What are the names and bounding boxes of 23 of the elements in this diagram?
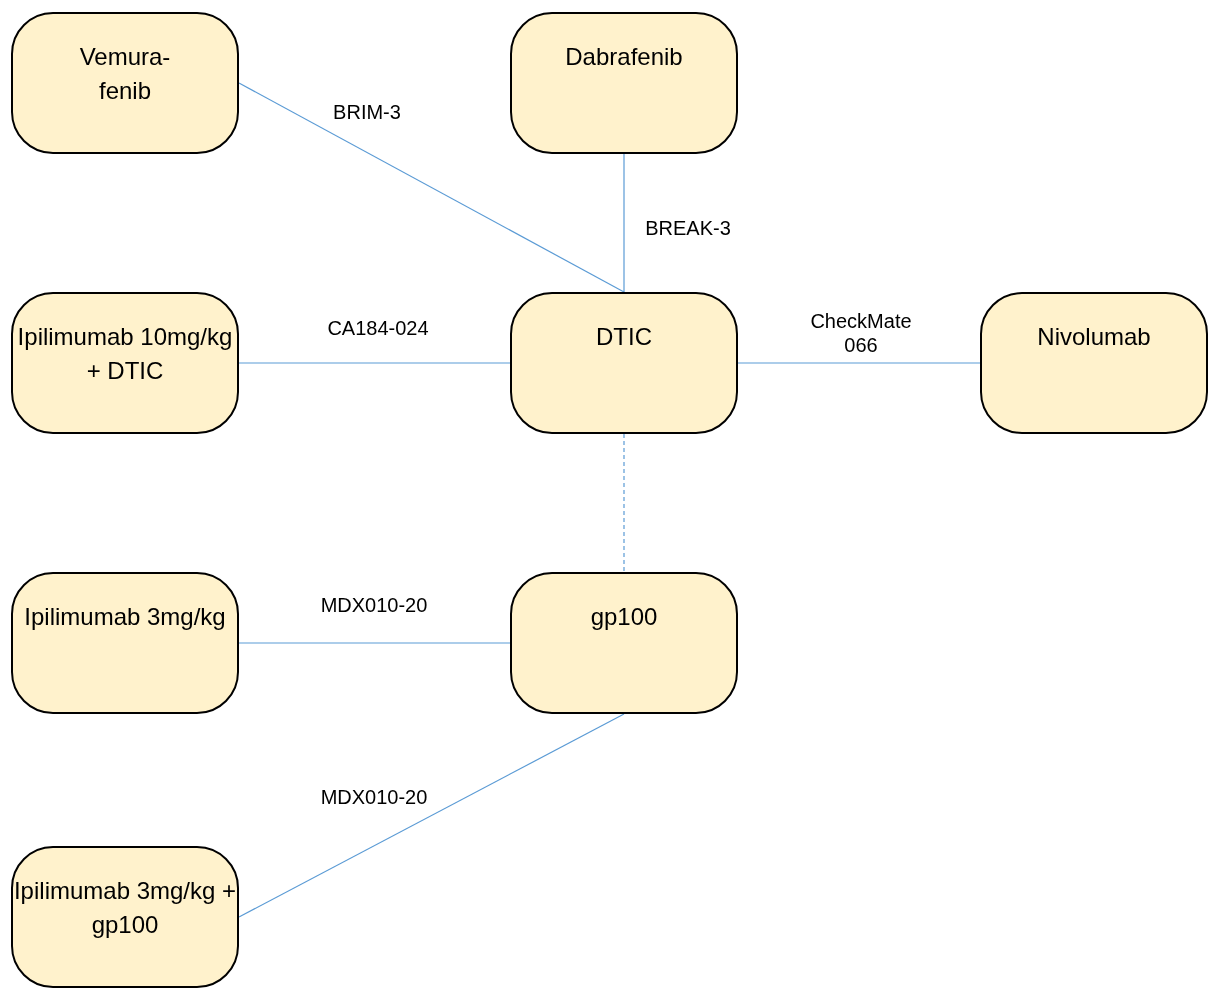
- rounded-box: [510, 292, 738, 434]
- drug-name: Vemura-fenib: [78, 42, 172, 106]
- connector-line: [238, 642, 511, 644]
- rounded-box: [11, 292, 239, 434]
- rounded-box: [11, 572, 239, 714]
- rounded-box: [11, 846, 239, 988]
- rounded-box: [510, 12, 738, 154]
- rounded-box: [510, 572, 738, 714]
- drug-name: Nivolumab: [1037, 322, 1151, 352]
- drug-name: Ipilimumab 10mg/kg + DTIC: [16, 322, 234, 386]
- dashed-connector: [623, 433, 625, 573]
- drug-name: Ipilimumab 3mg/kg + gp100: [13, 876, 237, 940]
- drug-name: gp100: [590, 602, 658, 632]
- connector-line: [623, 153, 625, 293]
- connector-line: [238, 362, 511, 364]
- connector-line: [238, 82, 625, 293]
- drug-name: DTIC: [596, 322, 652, 352]
- connector-line: [737, 362, 981, 364]
- rounded-box: [980, 292, 1208, 434]
- connector-line: [238, 713, 625, 918]
- drug-name: Ipilimumab 3mg/kg: [24, 602, 226, 632]
- rounded-box: [11, 12, 239, 154]
- drug-name: Dabrafenib: [565, 42, 683, 72]
